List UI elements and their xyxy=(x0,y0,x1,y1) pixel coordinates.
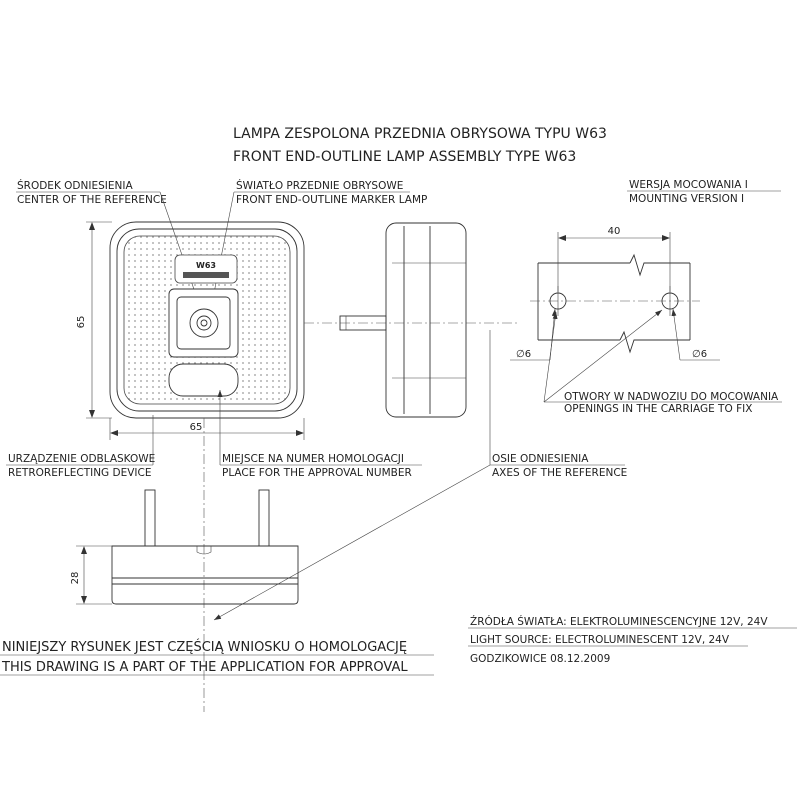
label-mounting-holes: OTWORY W NADWOZIU DO MOCOWANIA OPENINGS … xyxy=(543,309,782,415)
approval-en: PLACE FOR THE APPROVAL NUMBER xyxy=(222,467,412,479)
marker-pl: ŚWIATŁO PRZEDNIE OBRYSOWE xyxy=(236,179,403,192)
footer-pl: NINIEJSZY RYSUNEK JEST CZĘŚCIĄ WNIOSKU O… xyxy=(2,639,407,655)
title-pl: LAMPA ZESPOLONA PRZEDNIA OBRYSOWA TYPU W… xyxy=(233,126,607,142)
holes-en: OPENINGS IN THE CARRIAGE TO FIX xyxy=(564,403,752,415)
lamp-marking: W63 xyxy=(196,261,216,270)
side-view xyxy=(339,222,467,418)
label-approval-place: MIEJSCE NA NUMER HOMOLOGACJI PLACE FOR T… xyxy=(217,390,422,479)
retro-en: RETROREFLECTING DEVICE xyxy=(8,467,152,479)
hole-diameter-left: ∅6 xyxy=(510,308,557,361)
mounting-plate xyxy=(530,253,700,354)
mounting-pl: WERSJA MOCOWANIA I xyxy=(629,179,748,191)
holes-pl: OTWORY W NADWOZIU DO MOCOWANIA xyxy=(564,391,779,403)
mounting-en: MOUNTING VERSION I xyxy=(629,193,744,205)
axes-en: AXES OF THE REFERENCE xyxy=(492,467,627,479)
front-height-value: 65 xyxy=(76,316,87,329)
front-width-value: 65 xyxy=(190,422,203,433)
label-reference-axes: OSIE ODNIESIENIA AXES OF THE REFERENCE xyxy=(213,330,627,621)
bottom-view xyxy=(111,489,299,605)
hole-diameter-right: ∅6 xyxy=(671,308,720,361)
ref-center-pl: ŚRODEK ODNIESIENIA xyxy=(17,179,133,192)
hole-spacing-value: 40 xyxy=(608,226,621,237)
approval-pl: MIEJSCE NA NUMER HOMOLOGACJI xyxy=(222,453,404,465)
marker-en: FRONT END-OUTLINE MARKER LAMP xyxy=(236,194,427,206)
label-retroreflector: URZĄDZENIE ODBLASKOWE RETROREFLECTING DE… xyxy=(6,415,155,479)
front-view: W63 xyxy=(109,221,305,419)
hole-left-label: ∅6 xyxy=(516,349,531,360)
axes-pl: OSIE ODNIESIENIA xyxy=(492,453,589,465)
light-source-pl: ŹRÓDŁA ŚWIATŁA: ELEKTROLUMINESCENCYJNE 1… xyxy=(470,615,768,628)
dimension-front-height: 65 xyxy=(76,221,112,419)
notes-block: ŹRÓDŁA ŚWIATŁA: ELEKTROLUMINESCENCYJNE 1… xyxy=(468,615,797,665)
footer-statement: NINIEJSZY RYSUNEK JEST CZĘŚCIĄ WNIOSKU O… xyxy=(0,639,434,676)
ref-center-en: CENTER OF THE REFERENCE xyxy=(17,194,167,206)
title-en: FRONT END-OUTLINE LAMP ASSEMBLY TYPE W63 xyxy=(233,149,576,165)
dimension-hole-spacing: 40 xyxy=(557,226,671,292)
light-source-en: LIGHT SOURCE: ELECTROLUMINESCENT 12V, 24… xyxy=(470,634,730,646)
depth-value: 28 xyxy=(70,572,81,585)
dimension-front-width: 65 xyxy=(109,418,305,440)
hole-right-label: ∅6 xyxy=(692,349,707,360)
retro-pl: URZĄDZENIE ODBLASKOWE xyxy=(8,453,155,465)
place-date: GODZIKOWICE 08.12.2009 xyxy=(470,653,610,665)
footer-en: THIS DRAWING IS A PART OF THE APPLICATIO… xyxy=(1,660,408,675)
dimension-depth: 28 xyxy=(70,545,112,605)
